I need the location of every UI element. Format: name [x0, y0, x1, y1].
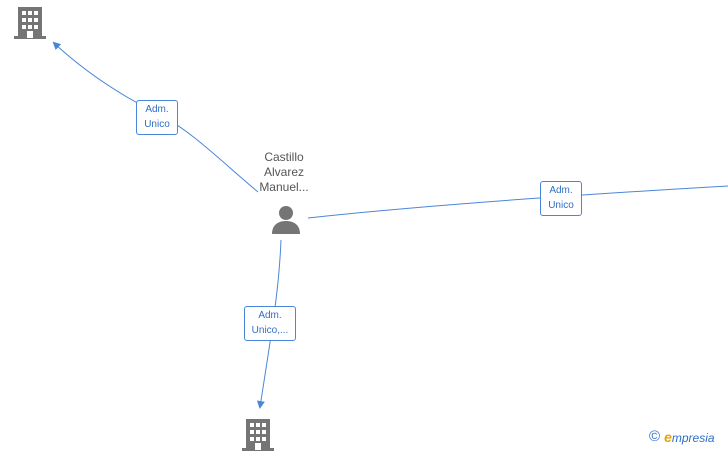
person-name-line: Castillo [264, 150, 304, 164]
empresia-watermark: © empresia [649, 428, 715, 445]
edge-label-right[interactable]: Adm. Unico [540, 181, 582, 216]
edge-label-line: Adm. [549, 185, 573, 196]
person-node[interactable] [270, 203, 302, 235]
person-name-line: Manuel... [259, 180, 309, 194]
building-icon [14, 7, 46, 39]
edge-label-line: Adm. [258, 310, 282, 321]
edge-line-right [307, 185, 728, 219]
edge-label-line: Adm. [145, 104, 169, 115]
person-icon [272, 206, 300, 234]
edge-label-line: Unico [144, 119, 170, 130]
edge-label-bottom[interactable]: Adm. Unico,... [244, 306, 296, 341]
building-icon [242, 419, 274, 451]
edge-label-line: Unico [548, 200, 574, 211]
person-name-line: Alvarez [263, 165, 304, 179]
person-name[interactable]: Castillo Alvarez Manuel... [248, 150, 320, 195]
brand-rest: mpresia [671, 430, 715, 445]
copyright-icon: © [649, 428, 661, 445]
edge-label-line: Unico,... [251, 325, 289, 336]
company-node-bottom[interactable] [242, 417, 274, 451]
brand-logo: empresia [664, 429, 714, 445]
company-node-top-left[interactable] [14, 5, 46, 39]
edge-label-top-left[interactable]: Adm. Unico [136, 100, 178, 135]
brand-initial: e [664, 428, 672, 445]
